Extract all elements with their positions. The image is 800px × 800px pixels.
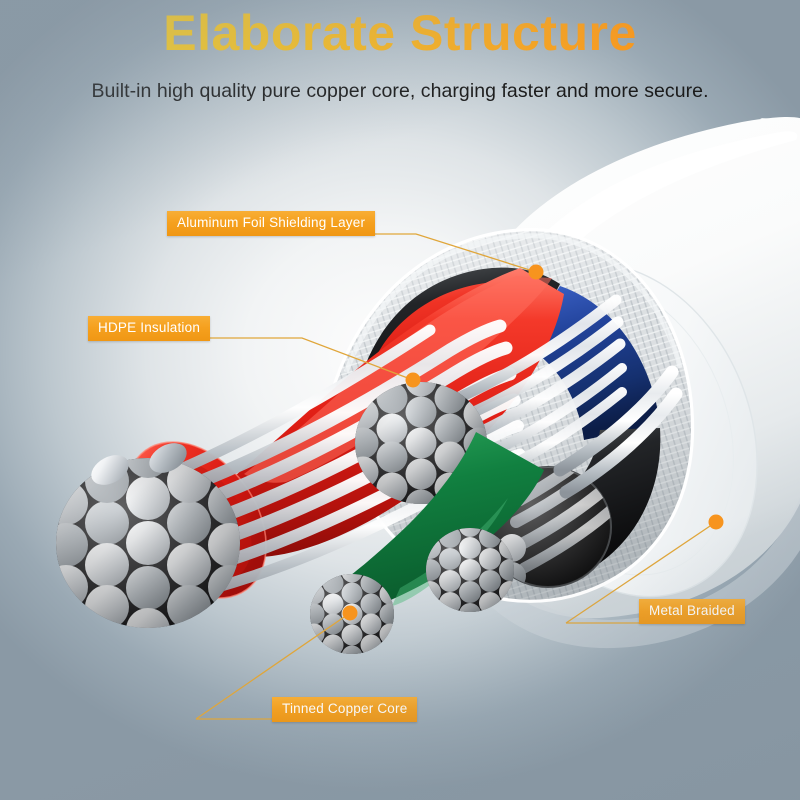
callout-hdpe[interactable]: HDPE Insulation xyxy=(88,316,211,341)
page-subtitle: Built-in high quality pure copper core, … xyxy=(91,80,709,102)
dot-hdpe xyxy=(405,372,421,388)
dot-aluminum-foil xyxy=(528,264,544,280)
dot-metal-braided xyxy=(708,514,724,530)
dot-tinned-copper xyxy=(342,605,358,621)
tinned-copper-core-large xyxy=(56,319,526,628)
leader-tinned-copper xyxy=(195,612,351,720)
leader-metal-braided xyxy=(565,521,717,624)
callout-tinned-copper[interactable]: Tinned Copper Core xyxy=(272,697,418,722)
leader-dots xyxy=(342,264,724,621)
page-title: Elaborate Structure xyxy=(0,8,800,58)
core-strand-face xyxy=(56,458,240,628)
callout-aluminum-foil[interactable]: Aluminum Foil Shielding Layer xyxy=(167,211,376,236)
callout-metal-braided[interactable]: Metal Braided xyxy=(639,599,745,624)
